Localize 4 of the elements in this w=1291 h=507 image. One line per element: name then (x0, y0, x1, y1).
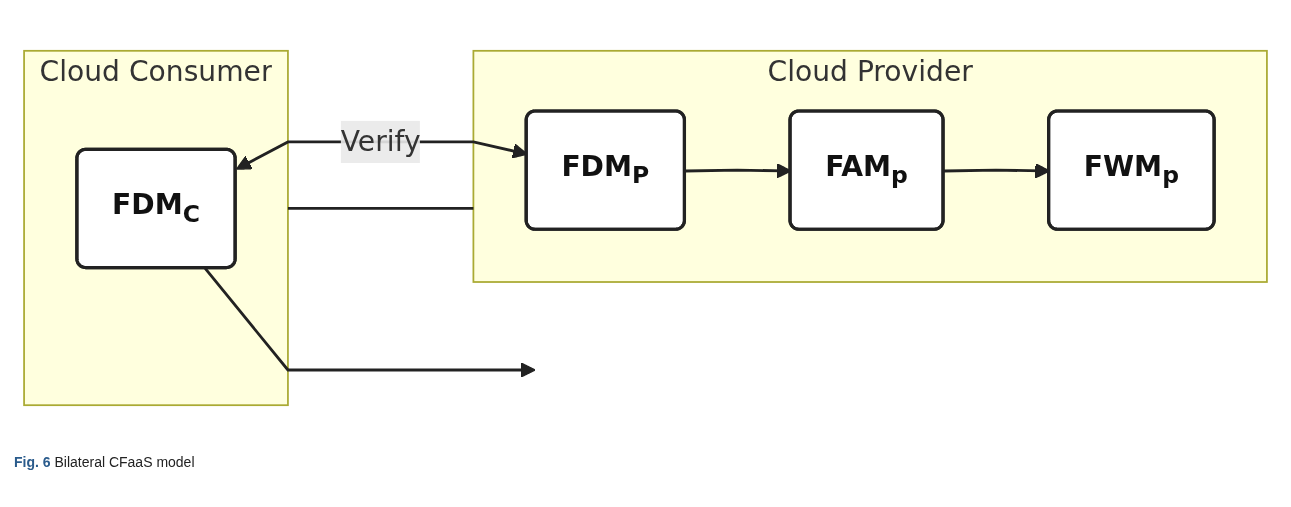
edge-label: Verify (340, 124, 421, 158)
figure-caption: Fig. 6 Bilateral CFaaS model (14, 454, 196, 470)
arrow (204, 267, 536, 378)
connector (287, 207, 474, 210)
